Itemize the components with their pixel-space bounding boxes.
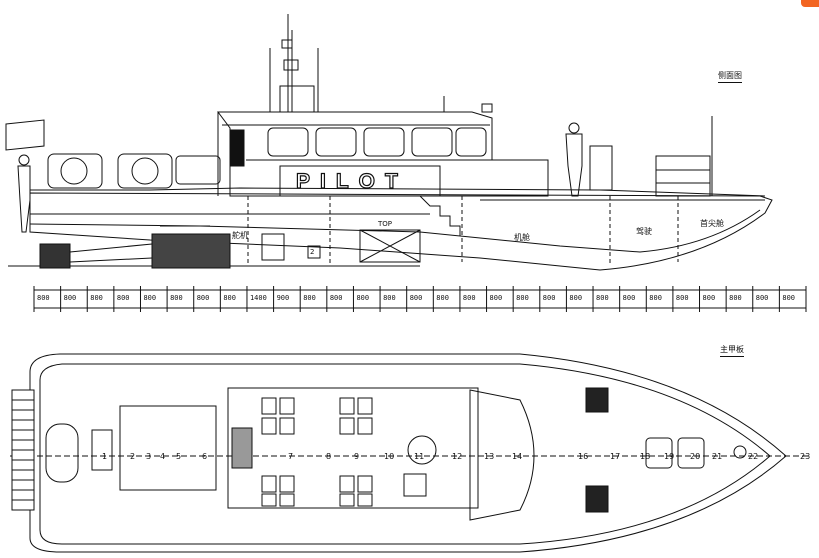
ruler-tick-label: 800 xyxy=(196,294,210,302)
pilot-lettering: PILOT xyxy=(295,169,408,193)
ruler-tick-label: 800 xyxy=(143,294,157,302)
plan-frame-number: 20 xyxy=(690,452,701,461)
ruler-tick-label: 800 xyxy=(37,294,50,302)
plan-frame-number: 13 xyxy=(484,452,495,461)
engine-box xyxy=(359,229,421,263)
ruler-tick-label: 800 xyxy=(649,294,662,302)
side-label-engine: 机舱 xyxy=(514,233,530,242)
ruler-tick-label: 800 xyxy=(116,294,130,302)
side-label-forepeak: 首尖舱 xyxy=(700,219,724,228)
plan-frame-number: 10 xyxy=(384,452,395,461)
side-view-title: 侧面图 xyxy=(718,70,742,83)
side-window xyxy=(411,127,453,157)
ruler-tick-label: 800 xyxy=(622,294,636,302)
plan-frame-number: 6 xyxy=(202,452,208,461)
side-hull-outline xyxy=(29,192,773,271)
ruler-tick-label: 800 xyxy=(329,294,343,302)
fore-hatch xyxy=(585,387,609,413)
ruler-tick-label: 800 xyxy=(729,294,742,302)
plan-frame-number: 3 xyxy=(146,452,152,461)
ruler-tick-label: 800 xyxy=(223,294,236,302)
plan-frame-14: 14 xyxy=(512,452,523,461)
ruler-tick-label: 800 xyxy=(702,294,716,302)
seat-group xyxy=(261,397,373,507)
plan-frame-number: 22 xyxy=(748,452,759,461)
ruler-tick-label: 800 xyxy=(782,294,796,302)
liferaft xyxy=(117,153,173,189)
ruler-tick-label: 800 xyxy=(303,294,316,302)
plan-view-title: 主甲板 xyxy=(720,344,744,357)
ruler-tick-label: 900 xyxy=(276,294,290,302)
small-box-label: 2 xyxy=(310,248,315,256)
person-figure xyxy=(18,154,30,166)
ruler-tick-label: 800 xyxy=(489,294,503,302)
plan-frame-number: 12 xyxy=(452,452,463,461)
ruler-tick-label: 1400 xyxy=(249,294,267,302)
plan-frame-number: 19 xyxy=(664,452,675,461)
side-window xyxy=(363,127,405,157)
plan-frame-23: 23 xyxy=(800,452,811,461)
plan-frame-1: 1 xyxy=(102,452,108,461)
flag-icon xyxy=(5,119,45,151)
plan-frame-number: 4 xyxy=(160,452,166,461)
plan-frame-16: 16 xyxy=(578,452,589,461)
ruler-tick-label: 800 xyxy=(462,294,476,302)
engine-box-label: TOP xyxy=(378,220,393,228)
ruler-tick-label: 800 xyxy=(383,294,396,302)
side-label-bridge: 驾驶 xyxy=(636,227,652,236)
ruler-tick-label: 800 xyxy=(436,294,449,302)
side-window xyxy=(267,127,309,157)
side-label-steering: 舵机 xyxy=(232,231,248,240)
plan-frame-number: 2 xyxy=(130,452,136,461)
plan-frame-number: 5 xyxy=(176,452,182,461)
ruler-tick-label: 800 xyxy=(170,294,183,302)
plan-frame-number: 17 xyxy=(610,452,621,461)
liferaft xyxy=(47,153,103,189)
person-figure xyxy=(568,122,580,134)
side-window xyxy=(315,127,357,157)
plan-frame-number: 21 xyxy=(712,452,723,461)
orange-corner-mark xyxy=(801,0,819,7)
ruler-tick-label: 800 xyxy=(569,294,583,302)
helm-station xyxy=(407,435,437,465)
plan-frame-number: 7 xyxy=(288,452,294,461)
propulsion-unit xyxy=(39,225,231,269)
ruler-tick-label: 800 xyxy=(516,294,529,302)
aft-hatch xyxy=(119,405,217,491)
ruler-tick-label: 800 xyxy=(356,294,370,302)
cabin-outline xyxy=(227,387,479,509)
ruler-tick-label: 800 xyxy=(63,294,77,302)
plan-frame-number: 18 xyxy=(640,452,651,461)
plan-frame-number: 9 xyxy=(354,452,360,461)
ruler-tick-label: 800 xyxy=(542,294,556,302)
side-window xyxy=(455,127,487,157)
ruler-tick-label: 800 xyxy=(755,294,769,302)
plan-frame-number: 8 xyxy=(326,452,332,461)
fore-hatch xyxy=(585,485,609,513)
deck-crate xyxy=(655,155,711,197)
ruler-tick-label: 800 xyxy=(675,294,689,302)
pilot-plate xyxy=(279,165,441,197)
ruler-tick-label: 800 xyxy=(90,294,103,302)
ruler-tick-label: 800 xyxy=(596,294,609,302)
ruler-tick-label: 800 xyxy=(409,294,423,302)
plan-frame-number: 11 xyxy=(414,452,425,461)
